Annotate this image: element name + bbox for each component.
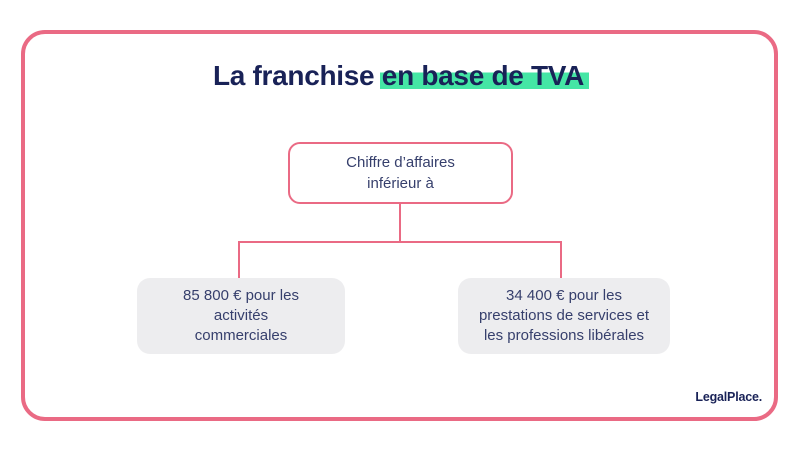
leaf-node-line: 34 400 € pour les: [506, 287, 622, 304]
root-node-line: Chiffre d’affaires: [346, 154, 455, 171]
connector-horizontal: [238, 241, 562, 243]
connector-root-vertical: [399, 204, 401, 243]
title-plain-text: La franchise: [212, 60, 382, 91]
leaf-node-line: les professions libérales: [483, 327, 645, 344]
root-node-line: inférieur à: [367, 175, 434, 192]
leaf-node-services-liberal-professions: 34 400 € pour les prestations de service…: [458, 278, 670, 354]
root-node-revenue-threshold: Chiffre d’affaires inférieur à: [288, 142, 513, 204]
connector-right-vertical: [560, 241, 562, 278]
title-highlighted-text: en base de TVA: [379, 60, 590, 91]
leaf-node-line: activités: [213, 307, 269, 324]
connector-left-vertical: [238, 241, 240, 278]
page-title: La franchise en base de TVA: [0, 58, 800, 94]
brand-logo: LegalPlace.: [695, 390, 762, 404]
leaf-node-line: 85 800 € pour les: [183, 287, 299, 304]
leaf-node-commercial-activities: 85 800 € pour les activités commerciales: [137, 278, 345, 354]
leaf-node-line: prestations de services et: [478, 307, 650, 324]
leaf-node-line: commerciales: [194, 327, 288, 344]
